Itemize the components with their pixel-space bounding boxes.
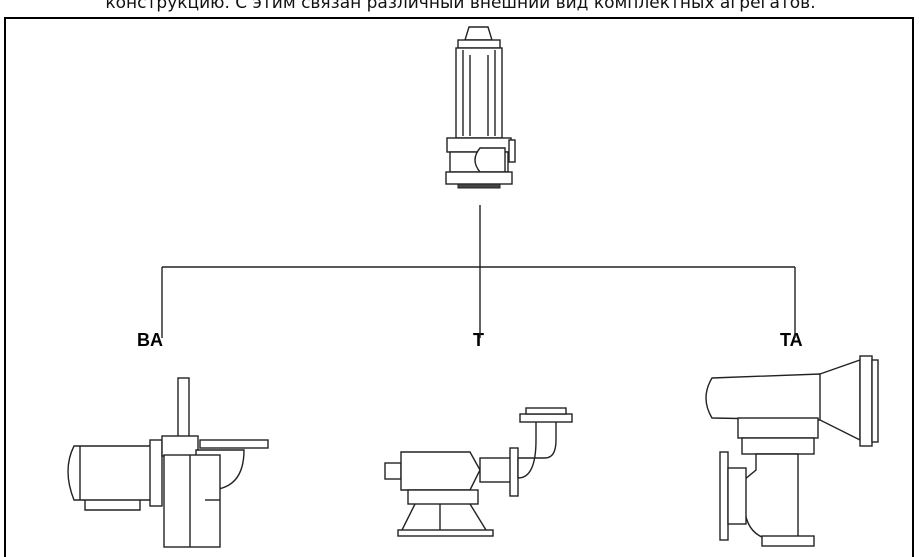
caption-text: конструкцию. С этим связан различный вне… <box>105 0 816 13</box>
pump-t-image <box>384 407 573 537</box>
connector-lines <box>161 205 796 338</box>
diagram-frame <box>4 17 914 557</box>
pump-ba-image <box>67 377 269 548</box>
pump-ta-image <box>705 355 879 547</box>
submersible-pump-image <box>445 26 516 189</box>
variant-label-ta: TA <box>780 330 803 350</box>
variant-label-t: T <box>473 330 484 350</box>
variant-label-ba: BA <box>137 330 163 350</box>
